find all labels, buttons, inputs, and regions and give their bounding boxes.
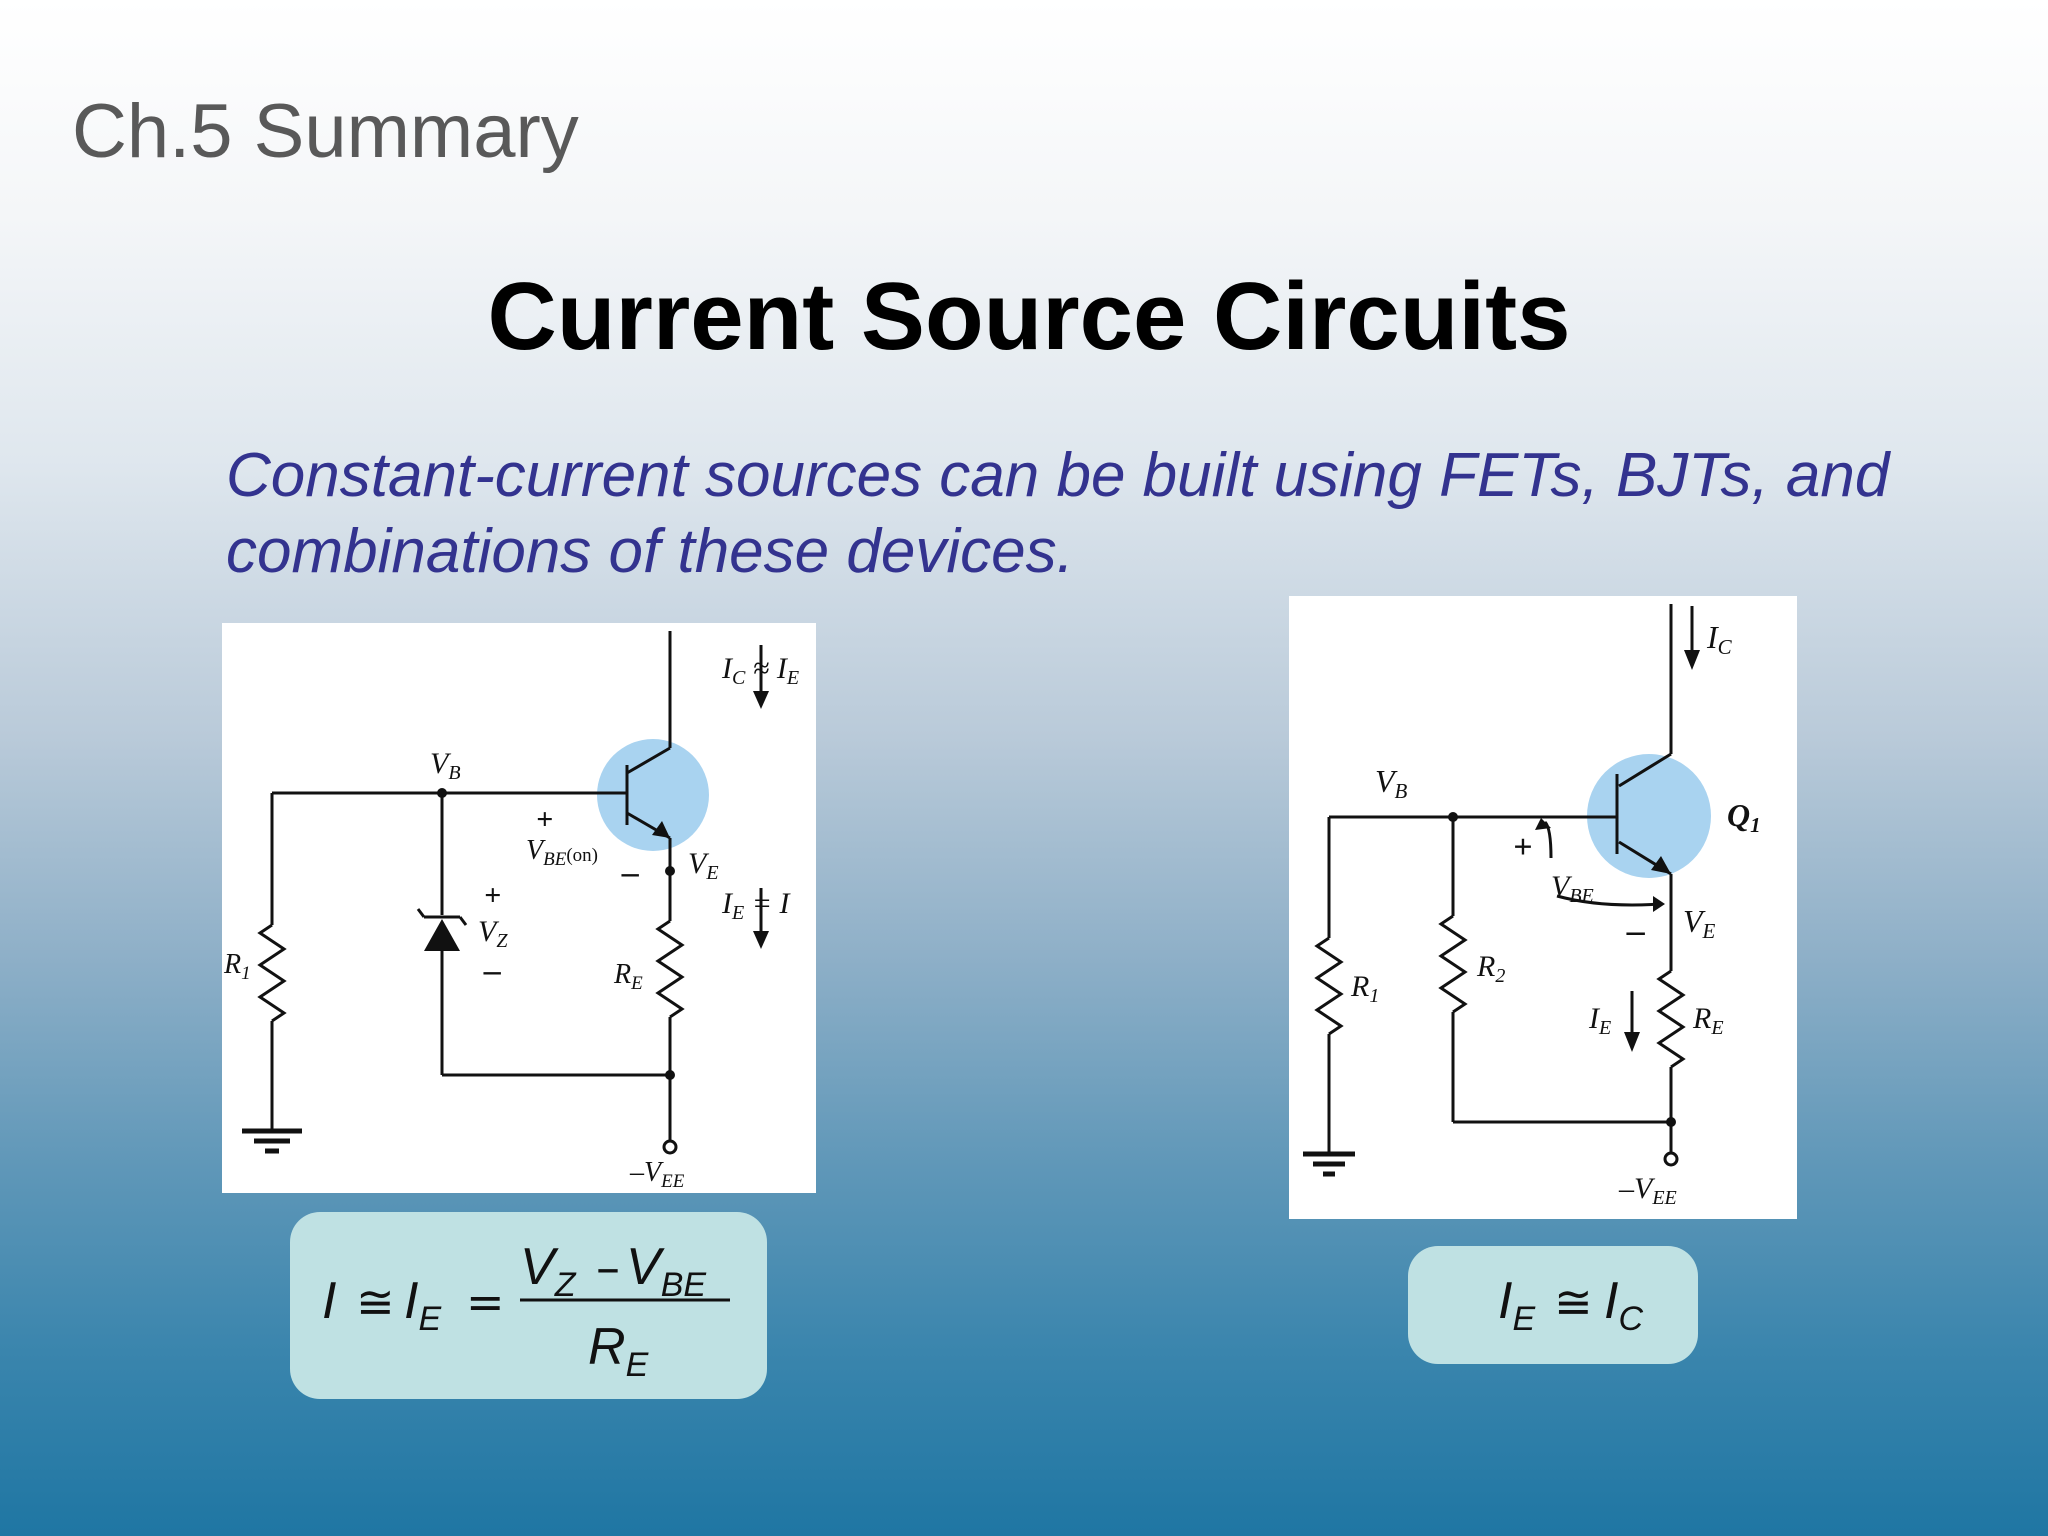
r2-label: R2 xyxy=(1476,950,1505,987)
slide-title: Current Source Circuits xyxy=(487,263,1571,370)
vbe-minus: – xyxy=(1626,910,1645,950)
re-label: RE xyxy=(613,959,643,994)
formula-numerator-vbe: VBE xyxy=(626,1238,706,1304)
node-vb xyxy=(1448,812,1458,822)
ic-arrow xyxy=(1684,650,1700,670)
section-label: Ch.5 Summary xyxy=(72,89,579,174)
formula-approx: ≅ xyxy=(356,1275,395,1329)
ie-arrow xyxy=(753,931,769,949)
vee-label: –VEE xyxy=(1618,1172,1677,1209)
r1-label: R1 xyxy=(223,949,251,984)
vbe-arrow-top xyxy=(1535,818,1551,830)
ic-label: IC ≈ IE xyxy=(721,652,799,689)
divider-formula-box: IE ≅ IC xyxy=(1408,1246,1698,1364)
ic-arrow xyxy=(753,691,769,709)
ie-label: IE xyxy=(1588,1002,1611,1039)
vbe-label: VBE(on) xyxy=(526,835,598,870)
divider-circuit-svg: IC VB Q1 + VBE – VE R1 R2 IE RE –VEE xyxy=(1303,604,1761,1209)
emitter-arrow xyxy=(652,821,670,838)
vz-plus: + xyxy=(484,879,501,912)
ie-arrow xyxy=(1624,1032,1640,1052)
vb-label: VB xyxy=(1375,763,1408,803)
formula-equals: = xyxy=(466,1275,505,1329)
formula-i: I xyxy=(322,1272,336,1330)
node-bottom xyxy=(665,1070,675,1080)
vbe-plus: + xyxy=(1513,829,1532,866)
circuit-markers xyxy=(424,691,769,1080)
circuit-markers xyxy=(1448,650,1700,1127)
vz-minus: – xyxy=(483,952,501,989)
ve-label: VE xyxy=(1683,903,1716,943)
vbe-arrow-right xyxy=(1653,896,1665,912)
emitter-arrow xyxy=(1651,856,1671,874)
formula-ic: IC xyxy=(1604,1272,1643,1338)
vz-label: VZ xyxy=(478,915,508,952)
subtitle: Constant-current sources can be built us… xyxy=(226,438,1986,590)
zener-circuit-svg: IC ≈ IE VB + VBE(on) – VE IE = I + VZ – … xyxy=(223,631,799,1192)
zener-formula-box: I ≅ IE = VZ – VBE RE xyxy=(290,1212,767,1399)
ie-i-label: IE = I xyxy=(721,887,791,924)
subtitle-line-2: combinations of these devices. xyxy=(226,517,1074,586)
transistor-highlight xyxy=(597,739,709,851)
vbe-label: VBE xyxy=(1551,870,1594,907)
vbe-minus: – xyxy=(621,854,639,891)
node-ve xyxy=(665,866,675,876)
zener-current-source-diagram: IC ≈ IE VB + VBE(on) – VE IE = I + VZ – … xyxy=(222,623,816,1193)
formula-minus: – xyxy=(596,1240,620,1296)
divider-formula: IE ≅ IC xyxy=(1498,1272,1643,1338)
node-vb xyxy=(437,788,447,798)
subtitle-line-1: Constant-current sources can be built us… xyxy=(226,441,1890,510)
node-bottom xyxy=(1666,1117,1676,1127)
formula-denominator-re: RE xyxy=(588,1318,649,1384)
formula-approx: ≅ xyxy=(1554,1275,1593,1329)
zener-diode-triangle xyxy=(424,919,460,951)
zener-formula: I ≅ IE = VZ – VBE RE xyxy=(322,1238,730,1384)
vee-label: –VEE xyxy=(629,1157,685,1192)
formula-numerator-vz: VZ xyxy=(520,1238,577,1304)
voltage-divider-current-source-diagram: IC VB Q1 + VBE – VE R1 R2 IE RE –VEE xyxy=(1289,596,1797,1219)
re-label: RE xyxy=(1692,1002,1724,1039)
formula-ie: IE xyxy=(404,1272,441,1338)
circuit-wires xyxy=(1303,604,1711,1177)
circuit-wires xyxy=(242,631,763,1155)
vb-label: VB xyxy=(430,747,461,784)
ve-label: VE xyxy=(688,847,719,884)
formula-ie: IE xyxy=(1498,1272,1535,1338)
ic-label: IC xyxy=(1706,619,1733,659)
r1-label: R1 xyxy=(1350,970,1379,1007)
vbe-plus: + xyxy=(536,803,553,836)
q1-label: Q1 xyxy=(1727,797,1761,837)
